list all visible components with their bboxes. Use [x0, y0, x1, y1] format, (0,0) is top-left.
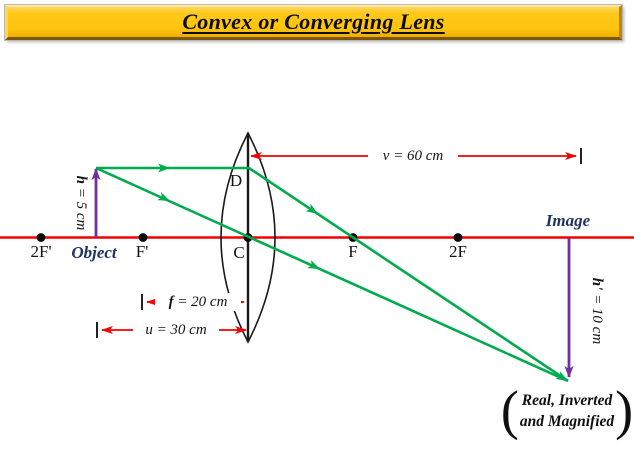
label-center-c: C [233, 243, 245, 262]
u-distance-label: u = 30 cm [133, 321, 219, 339]
v-value: = 60 cm [389, 148, 444, 164]
ray-refracted [248, 166, 569, 383]
ray-arrowheads [157, 163, 568, 381]
v-variable: v [382, 148, 390, 164]
note-close-paren: ) [615, 379, 634, 441]
image-nature-note: ( Real, Inverted and Magnified ) [499, 379, 634, 441]
label-f-prime: F' [135, 242, 149, 261]
note-line-1: Real, Inverted [521, 392, 613, 410]
f-value: = 20 cm [173, 294, 228, 310]
dot-2f [453, 233, 463, 242]
page-title: Convex or Converging Lens [182, 9, 445, 34]
u-variable: u [145, 322, 153, 338]
title-banner: Convex or Converging Lens [5, 5, 622, 40]
f-distance-label: f = 20 cm [155, 293, 241, 311]
dot-f-prime [138, 233, 148, 242]
note-line-2: and Magnified [519, 413, 615, 430]
object-height-label: h = 5 cm [72, 165, 90, 241]
note-open-paren: ( [500, 379, 519, 441]
dot-2f-prime [36, 233, 46, 242]
image-label: Image [545, 211, 591, 230]
ray-through-center [95, 166, 569, 383]
h-variable: h [73, 175, 89, 184]
image-height-label: h' = 10 cm [588, 266, 606, 356]
label-lens-top-d: D [229, 171, 243, 190]
note-text: Real, Inverted and Magnified [519, 391, 615, 433]
v-distance-label: v = 60 cm [368, 147, 458, 165]
u-value: = 30 cm [152, 322, 207, 338]
object-label: Object [71, 243, 117, 262]
h-prime-variable: h' [589, 277, 605, 291]
label-2f: 2F [449, 242, 467, 261]
h-prime-value: = 10 cm [589, 290, 605, 345]
label-f: F [348, 242, 358, 261]
light-rays [95, 166, 569, 383]
h-value: = 5 cm [73, 183, 89, 231]
label-2f-prime: 2F' [30, 242, 52, 261]
f-variable: f [168, 294, 174, 310]
